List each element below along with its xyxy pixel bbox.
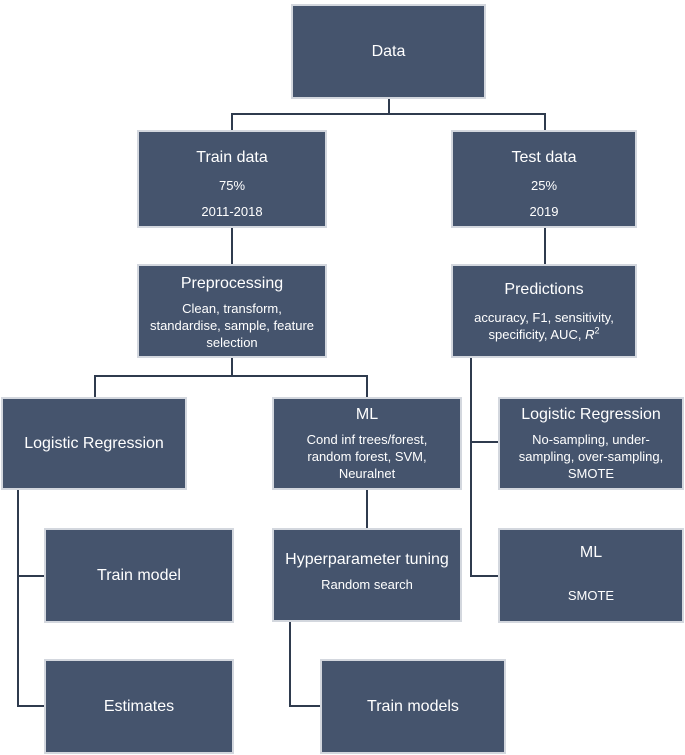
train-data-title: Train data bbox=[196, 149, 268, 166]
logistic-regression-right-line-3: SMOTE bbox=[567, 466, 615, 481]
logistic-regression-left-title: Logistic Regression bbox=[24, 434, 164, 452]
predictions-title: Predictions bbox=[504, 281, 584, 298]
connector-predictions-children bbox=[470, 357, 498, 577]
connector-hyper-trainmodels bbox=[289, 621, 320, 707]
predictions-line-2: specificity, AUC, R2 bbox=[489, 326, 600, 343]
preprocessing-line-1: Clean, transform, bbox=[182, 301, 282, 316]
train-model-title: Train model bbox=[97, 566, 181, 584]
connector-data-split bbox=[231, 113, 546, 130]
ml-line-3: Neuralnet bbox=[338, 466, 396, 481]
data-box: Data bbox=[291, 4, 486, 99]
train-models-title: Train models bbox=[367, 697, 459, 715]
test-data-years: 2019 bbox=[529, 204, 559, 219]
estimates-title: Estimates bbox=[103, 697, 175, 715]
predictions-metrics-text: specificity, AUC, bbox=[488, 327, 582, 342]
hyperparameter-tuning-box: Hyperparameter tuning Random search bbox=[272, 528, 462, 622]
data-box-title: Data bbox=[371, 42, 406, 60]
train-data-years: 2011-2018 bbox=[201, 204, 263, 219]
connector-preprocessing-split bbox=[94, 375, 368, 397]
ml-box: ML Cond inf trees/forest, random forest,… bbox=[272, 397, 462, 490]
ml-smote-title: ML bbox=[579, 544, 603, 561]
test-data-title: Test data bbox=[511, 149, 577, 166]
preprocessing-title: Preprocessing bbox=[180, 275, 284, 292]
logistic-regression-right-line-2: sampling, over-sampling, bbox=[518, 449, 664, 464]
connector-logreg-children bbox=[17, 489, 44, 707]
r-squared-symbol: R bbox=[585, 327, 595, 342]
test-data-percent: 25% bbox=[530, 178, 558, 193]
hyperparameter-tuning-subtitle: Random search bbox=[321, 577, 413, 592]
train-data-box: Train data 75% 2011-2018 bbox=[137, 130, 327, 228]
logistic-regression-left-box: Logistic Regression bbox=[1, 397, 187, 490]
logistic-regression-right-line-1: No-sampling, under- bbox=[532, 432, 650, 447]
train-data-percent: 75% bbox=[218, 178, 246, 193]
ml-smote-box: ML SMOTE bbox=[498, 528, 684, 623]
logistic-regression-right-title: Logistic Regression bbox=[521, 406, 661, 423]
hyperparameter-tuning-title: Hyperparameter tuning bbox=[285, 551, 449, 568]
estimates-box: Estimates bbox=[44, 659, 234, 754]
preprocessing-box: Preprocessing Clean, transform, standard… bbox=[137, 264, 327, 358]
test-data-box: Test data 25% 2019 bbox=[451, 130, 637, 228]
predictions-line-1: accuracy, F1, sensitivity, bbox=[474, 310, 614, 325]
predictions-box: Predictions accuracy, F1, sensitivity, s… bbox=[451, 264, 637, 358]
r-squared-exponent: 2 bbox=[594, 325, 600, 336]
preprocessing-line-2: standardise, sample, feature bbox=[149, 318, 315, 333]
ml-title: ML bbox=[355, 406, 379, 423]
ml-line-1: Cond inf trees/forest, bbox=[306, 432, 428, 447]
preprocessing-line-3: selection bbox=[206, 335, 258, 350]
train-models-box: Train models bbox=[320, 659, 506, 754]
logistic-regression-right-box: Logistic Regression No-sampling, under- … bbox=[498, 397, 684, 490]
ml-line-2: random forest, SVM, bbox=[307, 449, 427, 464]
ml-smote-subtitle: SMOTE bbox=[567, 588, 615, 603]
train-model-box: Train model bbox=[44, 528, 234, 623]
